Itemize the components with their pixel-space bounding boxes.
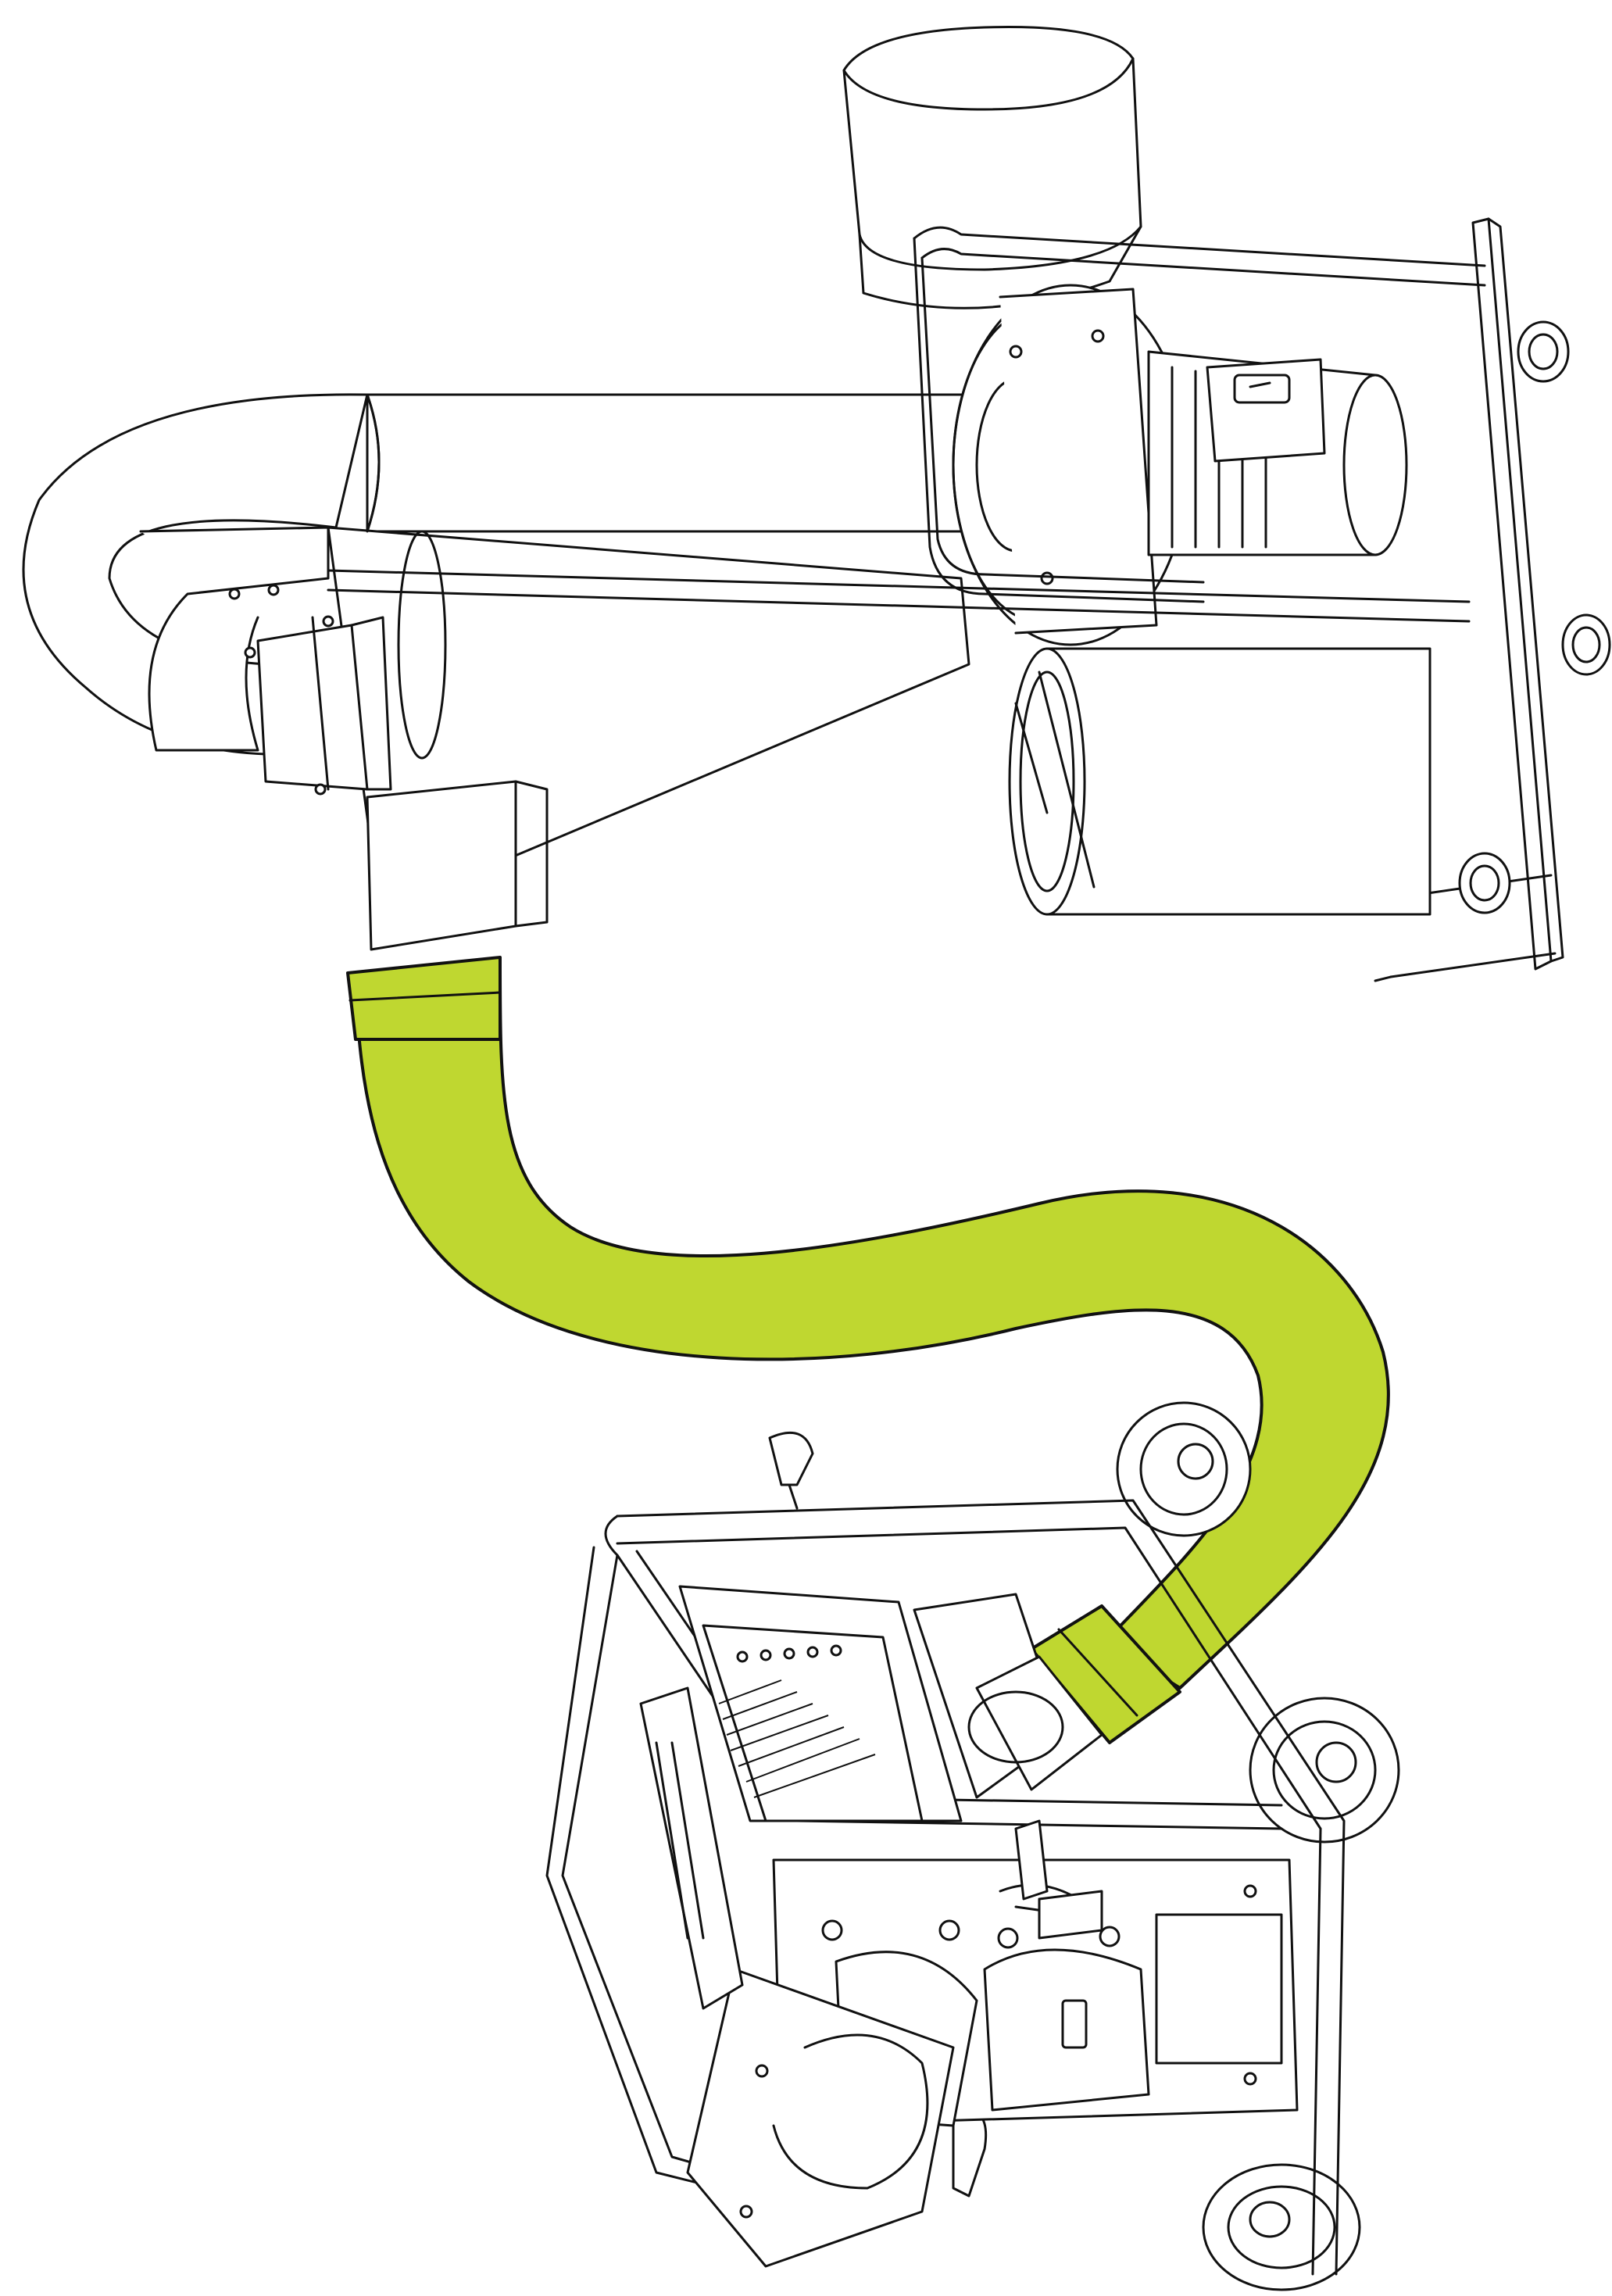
dust-extractor-unit	[22, 26, 1611, 982]
top-filter-cylinder	[842, 26, 1142, 309]
machine-dust-shroud	[686, 1968, 955, 2268]
machine-wheel-rear	[1116, 1401, 1252, 1537]
machine-handle-top	[768, 1431, 814, 1510]
machine-lever-handle	[1014, 1819, 1103, 1940]
machine-chute	[913, 1593, 1103, 1799]
inlet-collar	[139, 526, 392, 796]
machine-wheel-right	[1249, 1697, 1400, 1844]
machine-engine	[678, 1585, 963, 1822]
machine-handle-bottom	[952, 2108, 988, 2198]
hose-body	[354, 960, 1390, 1690]
extractor-castor-bottom	[1458, 852, 1511, 914]
fan-housing	[952, 284, 1189, 646]
machine-blade-guard	[983, 1948, 1150, 2112]
machine-side-panel	[639, 1686, 744, 2010]
motor-switch-box	[1206, 358, 1326, 463]
extractor-handle	[327, 226, 1486, 623]
machine-frame	[545, 1499, 1346, 2276]
machine-wheel-front	[1202, 2163, 1361, 2291]
outlet-spigot	[366, 780, 549, 951]
floor-machine	[545, 1401, 1400, 2291]
hose-upper-cuff	[346, 956, 502, 1041]
extraction-hose	[346, 956, 1390, 1744]
filter-drum	[1008, 647, 1431, 916]
extractor-castor-middle	[1561, 613, 1611, 676]
extractor-castor-top	[1517, 320, 1570, 383]
